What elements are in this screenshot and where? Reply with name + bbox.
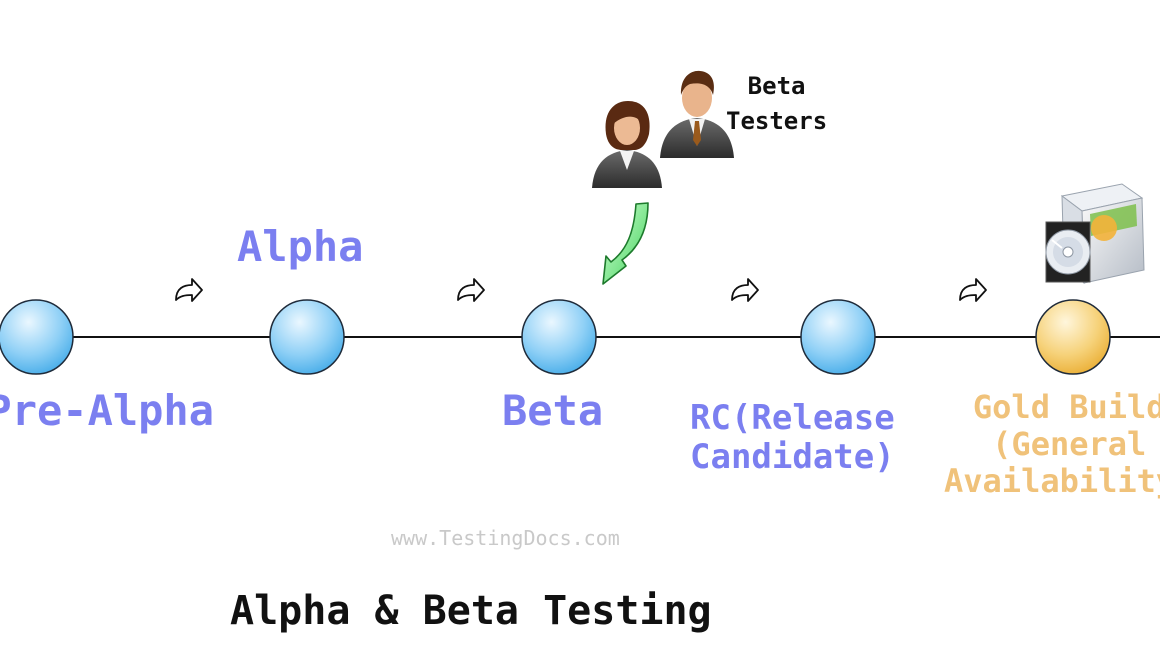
beta-testers-label: Beta Testers — [726, 72, 828, 135]
watermark: www.TestingDocs.com — [391, 526, 620, 550]
stage-label-alpha: Alpha — [237, 222, 364, 271]
stage-label-beta: Beta — [502, 386, 604, 435]
stage-label-gold: Gold Build (General Availability) — [944, 388, 1160, 500]
stage-node-pre-alpha — [0, 299, 74, 375]
forward-share-icon — [731, 278, 759, 302]
stage-node-beta — [521, 299, 597, 375]
people-icon — [592, 70, 734, 188]
stage-node-rc — [800, 299, 876, 375]
forward-share-icon — [175, 278, 203, 302]
stage-node-alpha — [269, 299, 345, 375]
stage-label-pre-alpha: Pre-Alpha — [0, 386, 214, 435]
pointer-arrow — [602, 202, 649, 285]
stage-node-gold — [1035, 299, 1111, 375]
forward-share-icon — [959, 278, 987, 302]
diagram-title: Alpha & Beta Testing — [230, 588, 712, 634]
forward-share-icon — [457, 278, 485, 302]
stage-label-rc: RC(Release Candidate) — [690, 398, 895, 478]
software-box-icon — [1045, 183, 1145, 285]
